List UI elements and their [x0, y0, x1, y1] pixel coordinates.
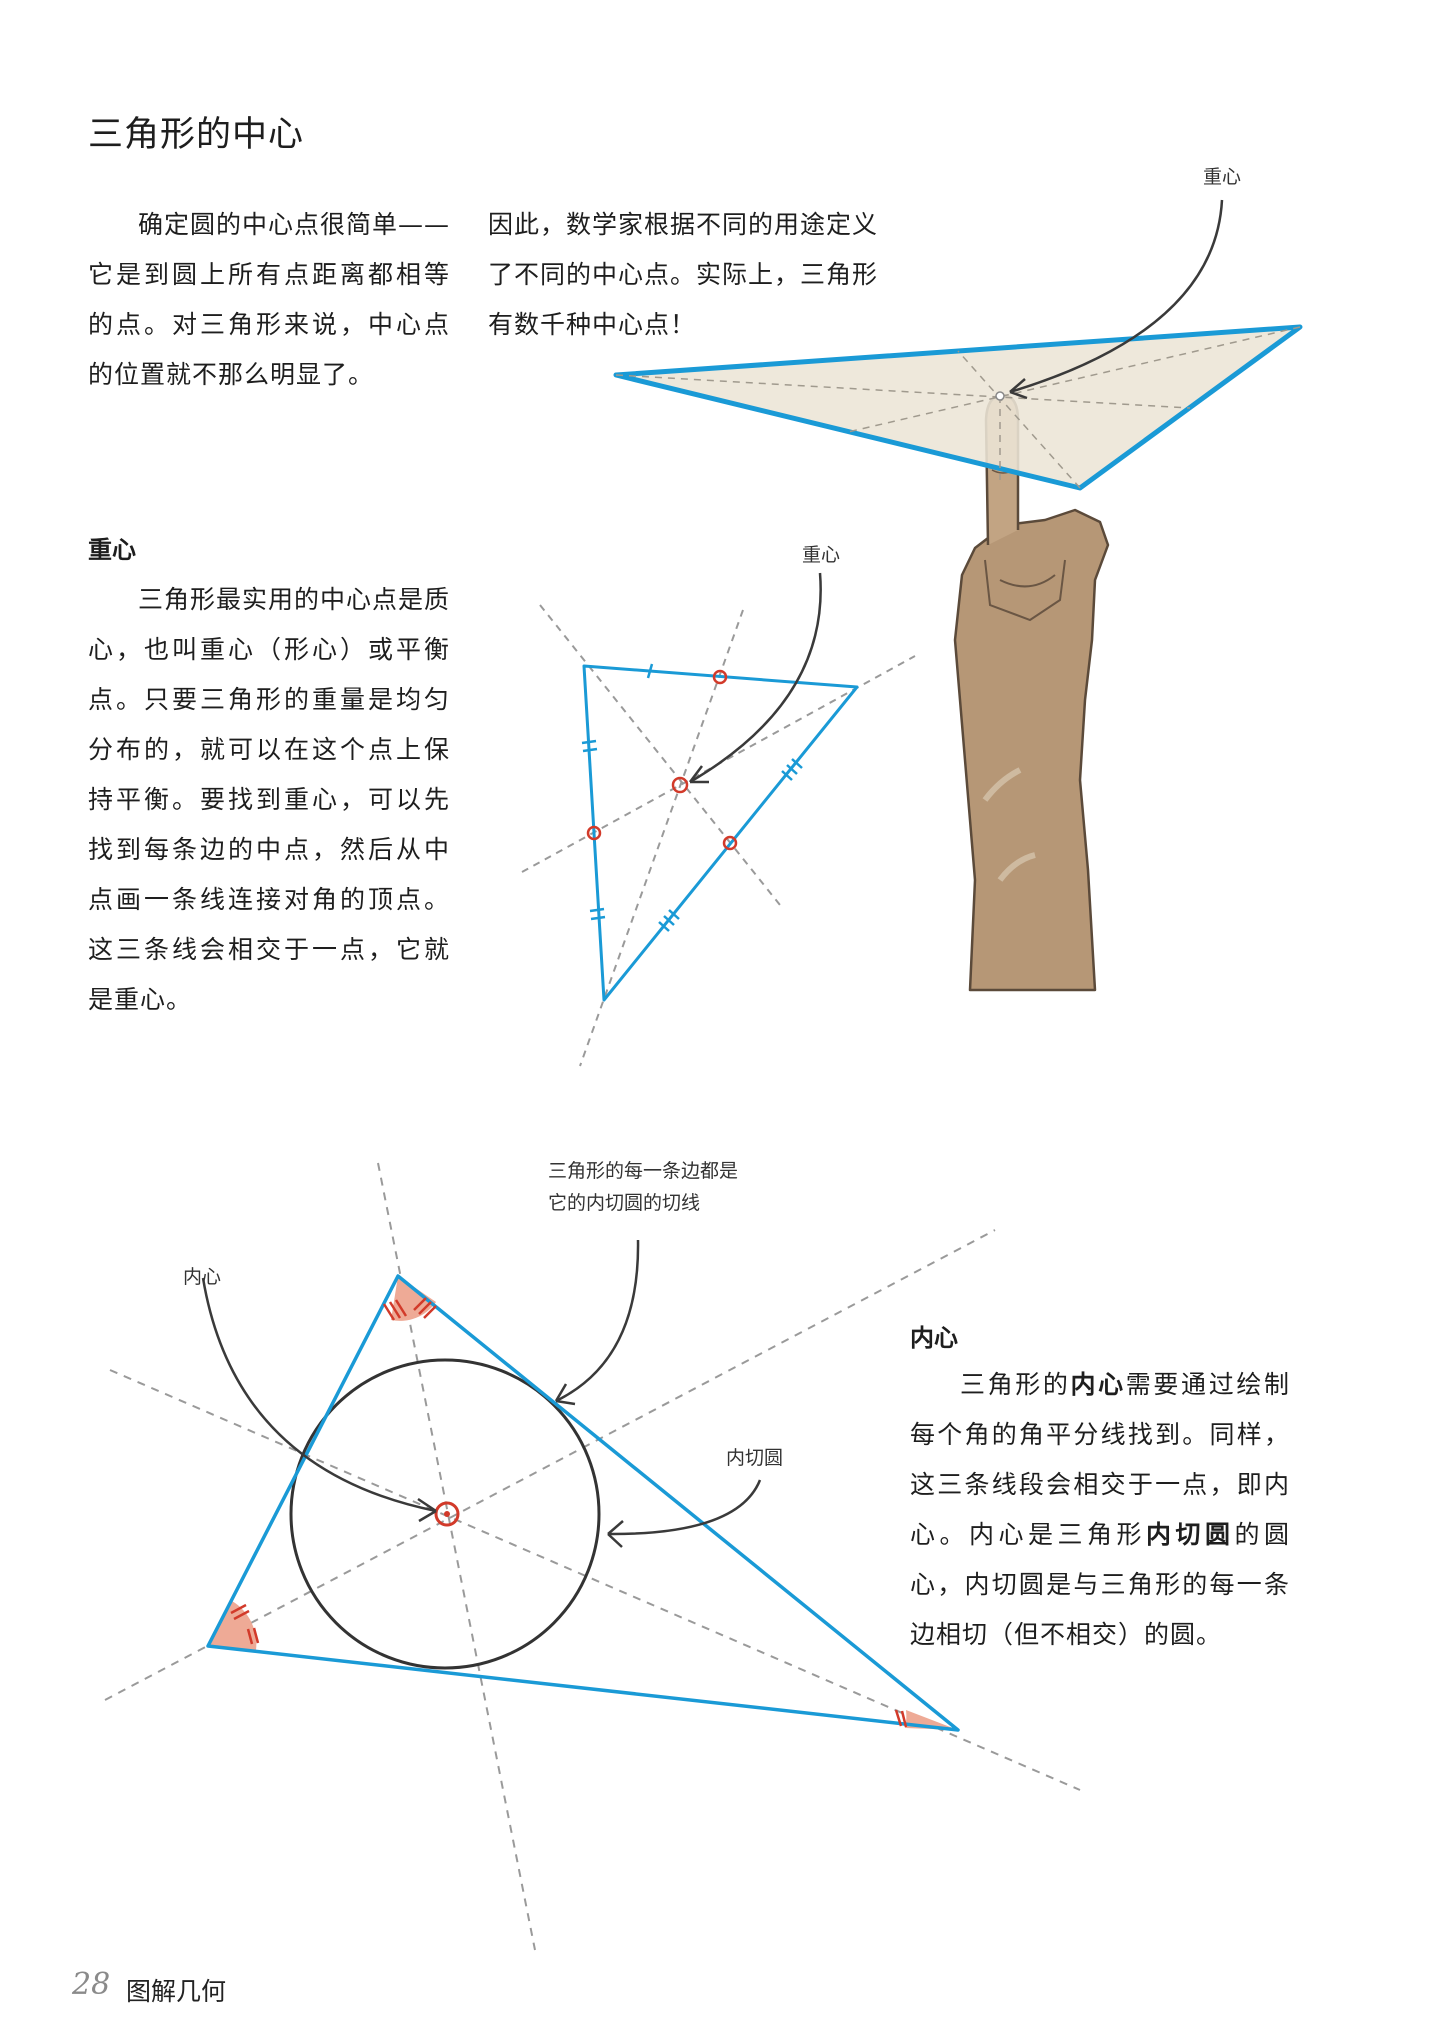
intro-paragraph-left: 确定圆的中心点很简单——它是到圆上所有点距离都相等的点。对三角形来说，中心点的位…: [88, 210, 451, 389]
hand-centroid-label: 重心: [1203, 166, 1242, 188]
intro-paragraph-right: 因此，数学家根据不同的用途定义了不同的中心点。实际上，三角形有数千种中心点！: [488, 210, 879, 339]
incenter-diagram: [104, 1162, 1081, 1951]
hand-centroid-arrow: [1009, 199, 1224, 394]
page-title: 三角形的中心: [88, 115, 305, 155]
incircle-label: 内切圆: [726, 1447, 784, 1469]
incenter-label: 内心: [183, 1266, 222, 1288]
tangent-label-line1: 三角形的每一条边都是: [548, 1160, 739, 1182]
tangent-arrow: [555, 1239, 640, 1403]
tangent-arrowhead: [554, 1383, 576, 1406]
diagram-centroid-arrowhead: [689, 765, 709, 784]
incenter-body-pre: 三角形的: [960, 1370, 1071, 1399]
hand-centroid-arrowhead: [1009, 378, 1028, 400]
centroid-body: 三角形最实用的中心点是质心，也叫重心（形心）或平衡点。只要三角形的重量是均匀分布…: [88, 585, 451, 1014]
incenter-term: 内心: [1070, 1370, 1126, 1399]
diagram-centroid-arrow: [689, 572, 822, 784]
incenter-body-post: 的圆心，内切圆是与三角形的每一条边相切（但不相交）的圆。: [910, 1520, 1290, 1649]
tangent-label-line2: 它的内切圆的切线: [548, 1192, 701, 1214]
incircle-arrow: [607, 1479, 762, 1536]
centroid-heading: 重心: [88, 536, 136, 564]
page-number: 28: [72, 1967, 111, 2002]
balanced-triangle: [613, 324, 1303, 491]
diagram-centroid-label: 重心: [802, 544, 841, 566]
centroid-diagram: [521, 604, 916, 1067]
incenter-arrowhead: [417, 1497, 437, 1523]
incenter-arrow: [201, 1277, 437, 1513]
incenter-body-mid: 需要通过绘制每个角的角平分线找到。同样，这三条线段会相交于一点，即内心。内心是三…: [910, 1370, 1290, 1549]
incenter-heading: 内心: [910, 1324, 958, 1352]
incircle-arrowhead: [607, 1520, 624, 1548]
incenter-body: 三角形的内心需要通过绘制每个角的角平分线找到。同样，这三条线段会相交于一点，即内…: [910, 1360, 1290, 1660]
incircle-term: 内切圆: [1145, 1520, 1235, 1549]
book-title: 图解几何: [126, 1977, 227, 2006]
